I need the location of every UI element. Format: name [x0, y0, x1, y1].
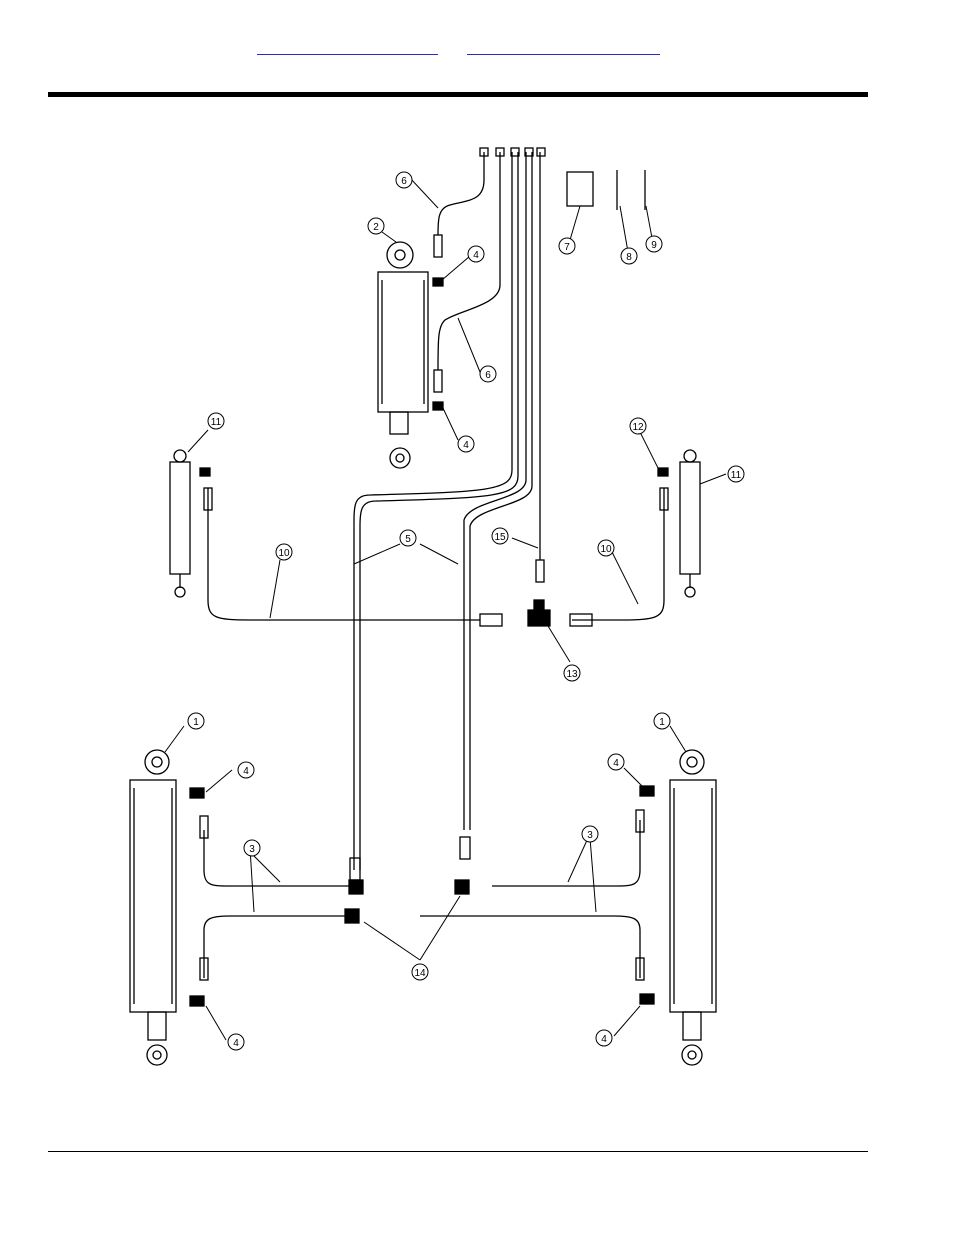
- hydraulic-parts-diagram: 6 2 4 6 4 7 8 9 11 11 12 10 10 5 15 13 1…: [120, 140, 760, 1080]
- callout-10: 10: [278, 548, 290, 559]
- hoses-10-and-tee-13: [204, 488, 668, 626]
- callout-8: 8: [626, 252, 632, 263]
- hoses-3-and-tees-14: [200, 810, 644, 980]
- footer-rule: [48, 1151, 868, 1152]
- callout-4: 4: [243, 766, 249, 777]
- hose-bundle: [354, 148, 545, 870]
- callout-3: 3: [587, 830, 593, 841]
- callout-1: 1: [659, 717, 665, 728]
- callout-5: 5: [405, 534, 411, 545]
- cylinder-11-left: [170, 450, 210, 597]
- callout-numbers: 6 2 4 6 4 7 8 9 11 11 12 10 10 5 15 13 1…: [193, 176, 741, 1049]
- callout-9: 9: [651, 240, 657, 251]
- callout-15: 15: [494, 532, 506, 543]
- parts-7-8-9: [567, 170, 645, 210]
- callout-12: 12: [632, 422, 644, 433]
- callout-6: 6: [401, 176, 407, 187]
- leader-lines: [165, 178, 726, 1040]
- nav-link-right[interactable]: [467, 40, 660, 55]
- callout-4: 4: [613, 758, 619, 769]
- callout-3: 3: [249, 844, 255, 855]
- callout-11: 11: [731, 470, 742, 481]
- cylinder-1-right: [670, 750, 716, 1065]
- callout-4: 4: [463, 440, 469, 451]
- callout-14: 14: [414, 968, 426, 979]
- callout-13: 13: [566, 669, 578, 680]
- callout-6: 6: [485, 370, 491, 381]
- nav-link-left[interactable]: [257, 40, 438, 55]
- callout-7: 7: [564, 242, 570, 253]
- cylinder-2: [378, 242, 443, 468]
- callout-4: 4: [601, 1034, 607, 1045]
- callout-10: 10: [600, 544, 612, 555]
- callout-4: 4: [473, 250, 479, 261]
- callout-2: 2: [373, 222, 379, 233]
- callout-1: 1: [193, 717, 199, 728]
- cylinder-1-left: [130, 750, 176, 1065]
- callout-4: 4: [233, 1038, 239, 1049]
- header-rule: [48, 92, 868, 97]
- callout-11: 11: [211, 417, 222, 428]
